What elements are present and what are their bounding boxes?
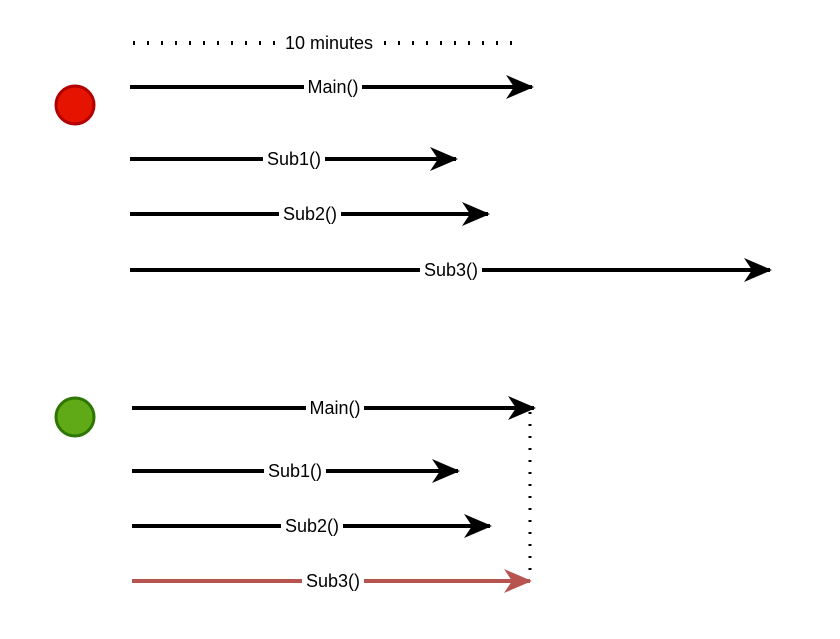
scenario-red: Main() Sub1() Sub2() Sub3() [54, 75, 772, 282]
arrow-sub2: Sub2() [132, 514, 492, 538]
timeline-label: 10 minutes [285, 33, 373, 53]
arrow-label: Main() [309, 398, 360, 418]
label-backdrop [304, 76, 362, 98]
arrow-sub1: Sub1() [132, 459, 460, 483]
arrow-sub1: Sub1() [130, 147, 458, 171]
arrow-main: Main() [132, 396, 536, 420]
arrow-label: Sub1() [267, 149, 321, 169]
label-backdrop [281, 515, 343, 537]
arrow-label: Main() [307, 77, 358, 97]
label-backdrop [264, 460, 326, 482]
arrow-label: Sub3() [424, 260, 478, 280]
label-backdrop [279, 203, 341, 225]
label-backdrop [420, 259, 482, 281]
arrow-label: Sub2() [285, 516, 339, 536]
arrow-sub3-highlighted: Sub3() [132, 569, 532, 593]
arrow-sub2: Sub2() [130, 202, 490, 226]
scenario-green: Main() Sub1() Sub2() Sub3() [54, 396, 536, 593]
label-backdrop [302, 570, 364, 592]
label-backdrop [306, 397, 364, 419]
status-dot-green [54, 396, 96, 438]
label-backdrop [263, 148, 325, 170]
arrow-label: Sub2() [283, 204, 337, 224]
status-dot-red [54, 84, 96, 126]
arrow-sub3: Sub3() [130, 258, 772, 282]
arrow-main: Main() [130, 75, 534, 99]
arrow-label: Sub1() [268, 461, 322, 481]
arrow-label: Sub3() [306, 571, 360, 591]
timeline-duration: 10 minutes [133, 33, 522, 53]
